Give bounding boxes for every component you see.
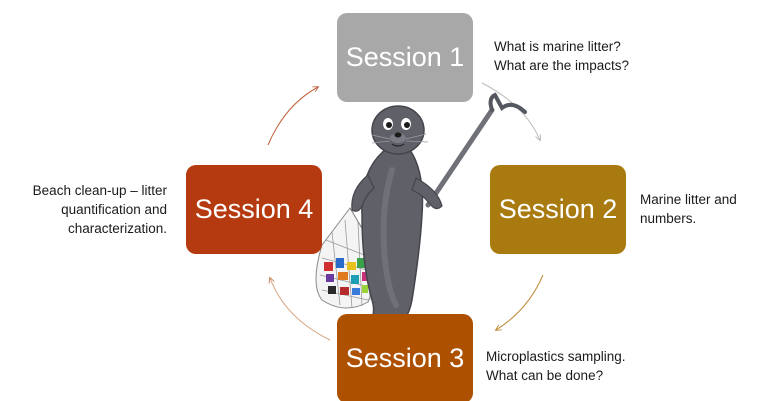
- session-4-note-line: characterization.: [67, 221, 167, 236]
- session-3-box: Session 3: [337, 314, 473, 401]
- session-4-box: Session 4: [186, 165, 322, 254]
- session-2-note-line: numbers.: [640, 211, 697, 226]
- session-1-box: Session 1: [337, 13, 473, 102]
- session-3-note: Microplastics sampling. What can be done…: [486, 347, 626, 385]
- arrow-session4-to-session1: [267, 87, 318, 146]
- session-1-note-line: What is marine litter?: [494, 39, 621, 54]
- session-4-note-line: quantification and: [61, 202, 167, 217]
- session-3-label: Session 3: [345, 343, 465, 373]
- seal-mascot-icon: [315, 92, 527, 353]
- session-1-note: What is marine litter? What are the impa…: [494, 37, 629, 75]
- session-2-note: Marine litter and numbers.: [640, 190, 737, 228]
- session-3-note-line: What can be done?: [486, 368, 604, 383]
- session-4-label: Session 4: [194, 194, 314, 224]
- arrow-session3-to-session4: [270, 278, 331, 341]
- session-2-box: Session 2: [490, 165, 626, 254]
- session-2-label: Session 2: [498, 194, 618, 224]
- litter-net-icon: [315, 207, 375, 309]
- session-1-note-line: What are the impacts?: [494, 58, 630, 73]
- session-3-note-line: Microplastics sampling.: [486, 349, 626, 364]
- session-1-label: Session 1: [345, 42, 465, 72]
- session-4-note: Beach clean-up – litter quantification a…: [33, 181, 167, 238]
- session-4-note-line: Beach clean-up – litter: [32, 183, 167, 198]
- litter-picker-icon: [425, 92, 527, 208]
- arrow-session2-to-session3: [496, 274, 544, 330]
- session-2-note-line: Marine litter and: [640, 192, 737, 207]
